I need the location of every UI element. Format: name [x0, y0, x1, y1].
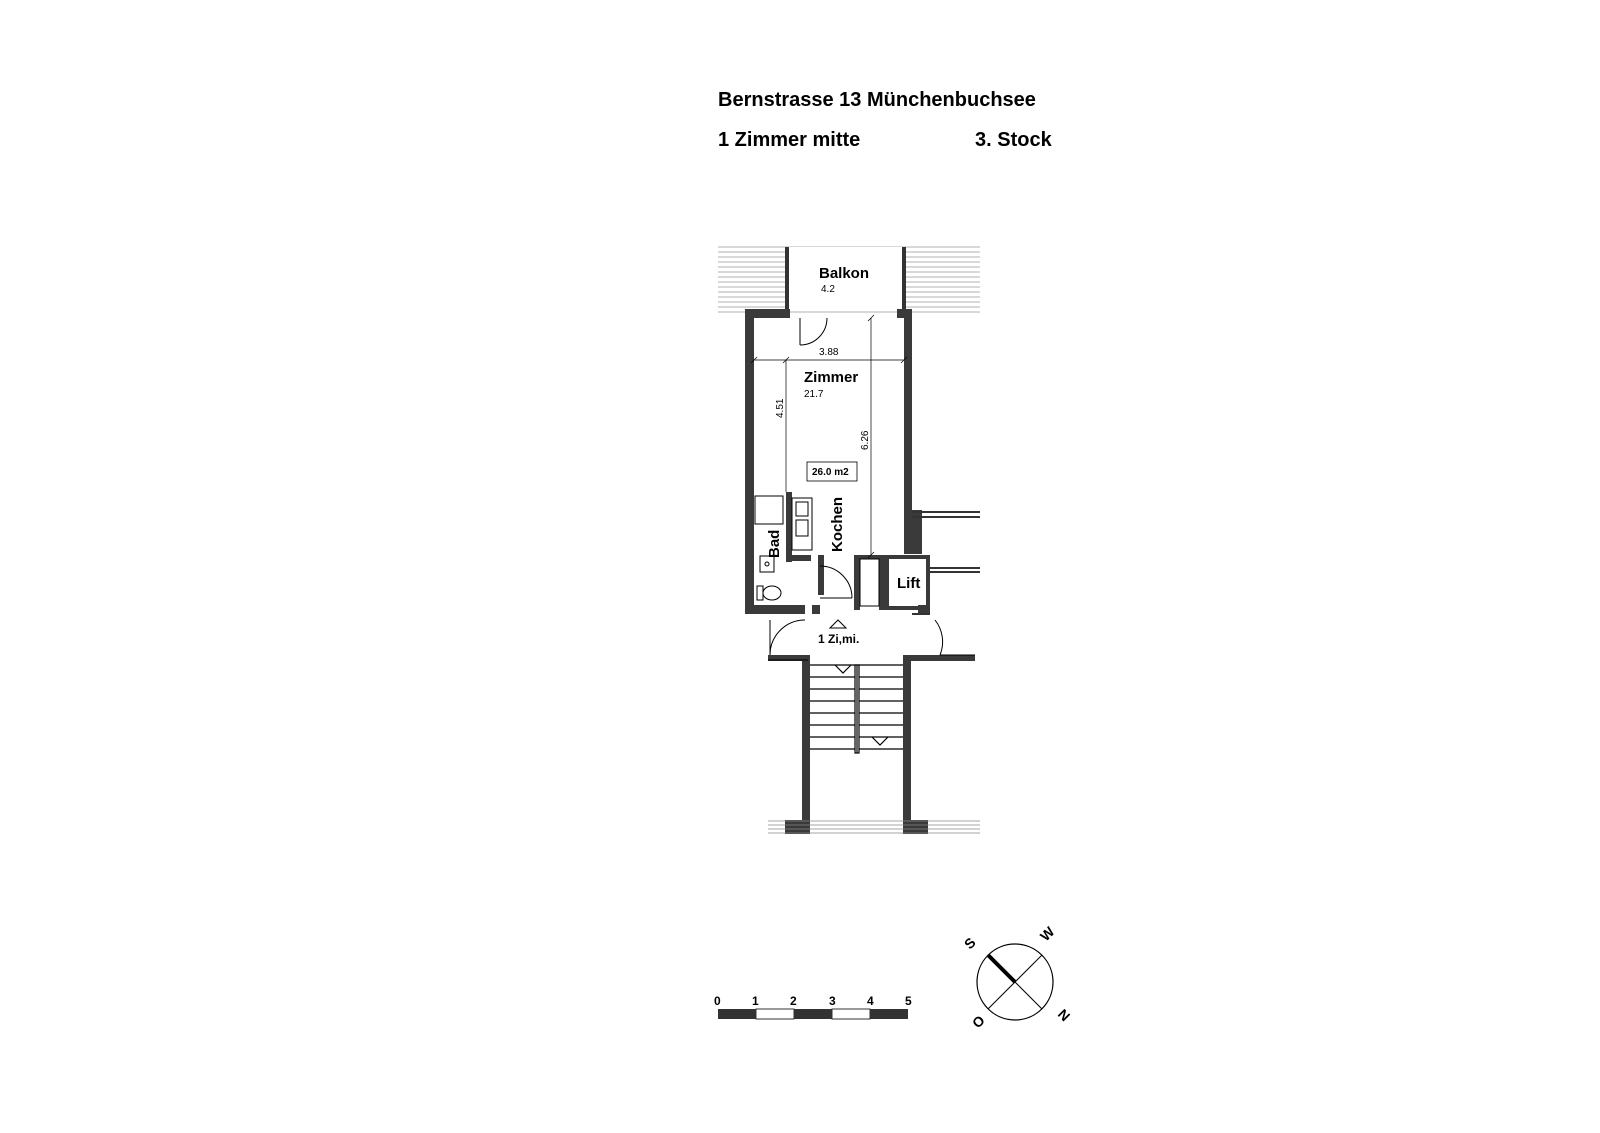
stair-door-right[interactable] — [934, 619, 975, 656]
dimension-lines — [750, 314, 908, 559]
stair-door-left[interactable] — [768, 619, 808, 661]
total-area-box — [806, 461, 858, 482]
compass-s: S — [961, 934, 979, 952]
unit-name: 1 Zimmer mitte — [718, 129, 861, 151]
scale-label-2: 2 — [790, 994, 797, 1008]
compass-o: O — [969, 1012, 988, 1031]
room-label-balkon: Balkon — [819, 265, 869, 282]
room-label-lift: Lift — [897, 575, 920, 592]
room-label-bad: Bad — [766, 530, 783, 558]
compass-n: N — [1055, 1006, 1073, 1024]
floor-label: 3. Stock — [975, 129, 1052, 151]
scale-label-0: 0 — [714, 994, 721, 1008]
room-area-zimmer: 21.7 — [804, 389, 824, 400]
scale-bar: 0 1 2 3 4 5 — [714, 994, 912, 1020]
entrance-marker-icon — [828, 619, 848, 629]
dim-depth-left: 4.51 — [775, 398, 786, 418]
plan-title: Bernstrasse 13 Münchenbuchsee — [718, 89, 1036, 111]
shower — [754, 495, 784, 525]
walls — [745, 309, 975, 834]
room-label-zimmer: Zimmer — [804, 369, 858, 386]
scale-label-3: 3 — [829, 994, 836, 1008]
scale-label-5: 5 — [905, 994, 912, 1008]
toilet — [756, 585, 782, 601]
compass-icon: S W N O — [961, 923, 1074, 1031]
sink — [759, 555, 775, 573]
room-label-kochen: Kochen — [829, 497, 846, 552]
dim-depth-right: 6.26 — [860, 430, 871, 450]
shaft — [859, 558, 880, 607]
neighbor-walls — [912, 511, 980, 615]
balcony-door[interactable] — [799, 317, 828, 346]
scale-label-4: 4 — [867, 994, 874, 1008]
entrance-label: 1 Zi,mi. — [818, 632, 859, 646]
dim-width: 3.88 — [819, 347, 839, 358]
bottom-facade — [768, 820, 980, 834]
balcony-floor — [788, 247, 904, 309]
apartment-door[interactable] — [819, 565, 853, 599]
scale-label-1: 1 — [752, 994, 759, 1008]
room-area-balkon: 4.2 — [821, 284, 835, 295]
compass-w: W — [1037, 923, 1058, 944]
total-area: 26.0 m2 — [812, 467, 849, 478]
kitchen-counter — [791, 497, 813, 551]
staircase — [810, 664, 903, 754]
balcony-post-right — [902, 247, 906, 309]
balcony-post-left — [785, 247, 789, 309]
